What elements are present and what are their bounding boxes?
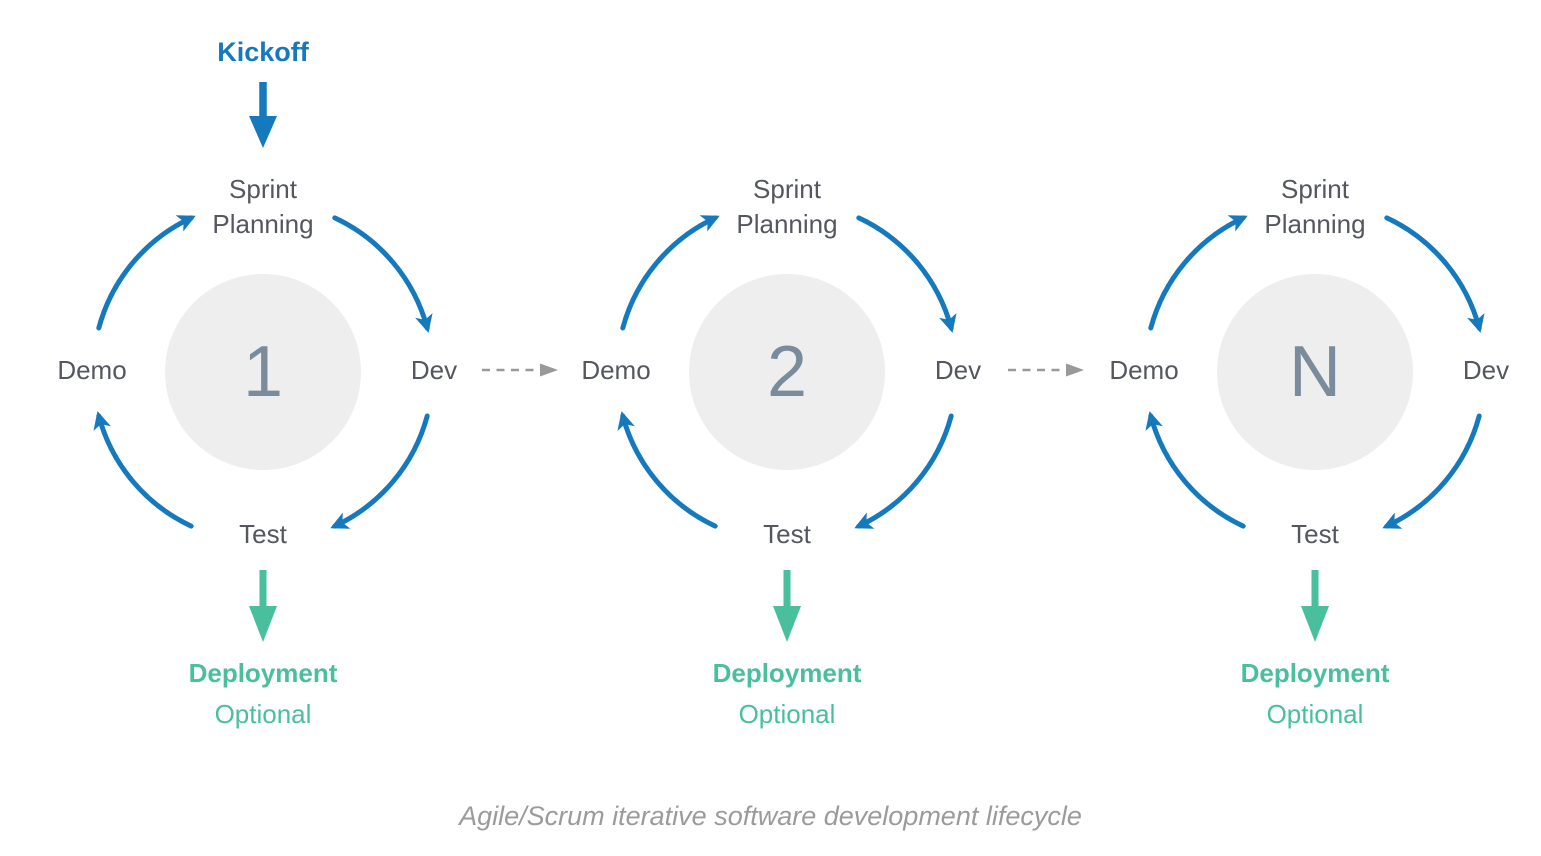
step-test: Test: [763, 519, 811, 549]
sprint-number: 1: [242, 332, 284, 412]
deployment-down-arrow-icon: [1301, 570, 1329, 642]
step-sprint-planning: Sprint Planning: [736, 174, 838, 239]
sprint-cycle-1: 1 Sprint Planning Dev Test Demo Deployme…: [3, 160, 523, 760]
diagram-caption: Agile/Scrum iterative software developme…: [459, 801, 1082, 831]
sprint-circle: N: [1217, 274, 1413, 470]
arc-dev-to-test: [854, 413, 954, 529]
deployment-optional-note: Optional: [214, 699, 312, 729]
dashed-connector-icon: [1008, 363, 1084, 377]
step-dev: Dev: [934, 355, 982, 385]
step-test: Test: [1291, 519, 1339, 549]
deployment-label: Deployment: [1240, 658, 1390, 688]
deployment-label: Deployment: [712, 658, 862, 688]
sprint-number: N: [1289, 332, 1341, 412]
deployment-label: Deployment: [188, 658, 338, 688]
arc-dev-to-test: [1382, 413, 1482, 529]
sprint-cycle-n: N Sprint Planning Dev Test Demo Deployme…: [1055, 160, 1541, 760]
sprint-circle: 2: [689, 274, 885, 470]
sprint-cycle-2: 2 Sprint Planning Dev Test Demo Deployme…: [527, 160, 1047, 760]
arc-planning-to-dev: [332, 215, 433, 333]
step-sprint-planning: Sprint Planning: [212, 174, 314, 239]
arc-demo-to-planning: [1148, 215, 1248, 331]
deployment-down-arrow-icon: [249, 570, 277, 642]
deployment-down-arrow-icon: [773, 570, 801, 642]
arc-planning-to-dev: [856, 215, 957, 333]
arc-demo-to-planning: [620, 215, 720, 331]
step-dev: Dev: [1462, 355, 1510, 385]
dashed-connector-icon: [482, 363, 558, 377]
cycle-arrows-icon: [93, 215, 433, 529]
sprint-circle: 1: [165, 274, 361, 470]
arc-test-to-demo: [1145, 411, 1246, 529]
sprint-number: 2: [766, 332, 808, 412]
kickoff-label: Kickoff: [217, 37, 309, 67]
cycle-arrows-icon: [1145, 215, 1485, 529]
step-test: Test: [239, 519, 287, 549]
step-demo: Demo: [581, 355, 651, 385]
kickoff-down-arrow-icon: [249, 82, 277, 148]
deployment-optional-note: Optional: [738, 699, 836, 729]
arc-demo-to-planning: [96, 215, 196, 331]
arc-dev-to-test: [330, 413, 430, 529]
arc-test-to-demo: [93, 411, 194, 529]
step-sprint-planning: Sprint Planning: [1264, 174, 1366, 239]
deployment-optional-note: Optional: [1266, 699, 1364, 729]
cycle-arrows-icon: [617, 215, 957, 529]
step-demo: Demo: [57, 355, 127, 385]
step-demo: Demo: [1109, 355, 1179, 385]
arc-test-to-demo: [617, 411, 718, 529]
step-dev: Dev: [410, 355, 458, 385]
arc-planning-to-dev: [1384, 215, 1485, 333]
